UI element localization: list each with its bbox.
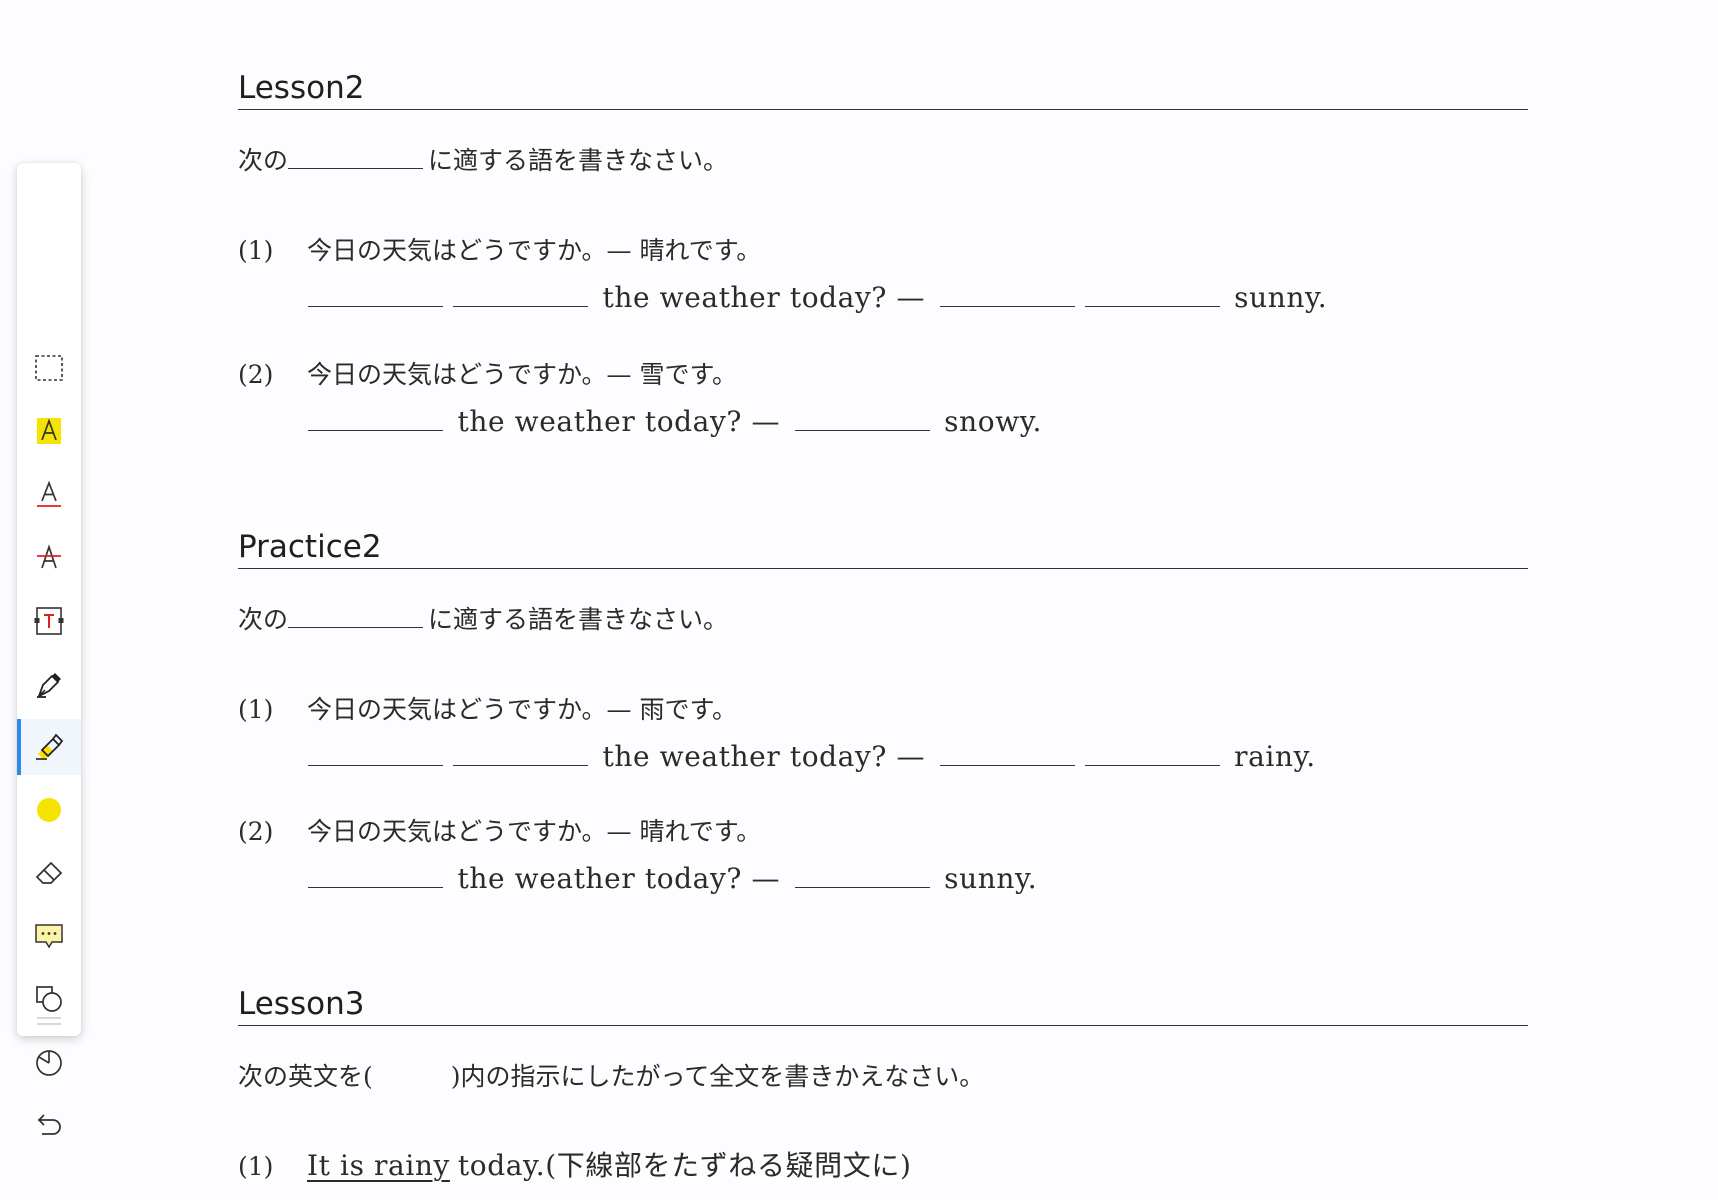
underlined-a-icon <box>37 480 61 507</box>
question-english: the weather today? — snowy. <box>308 405 1042 439</box>
question-english: the weather today? — sunny. <box>308 862 1037 896</box>
highlighted-a-icon <box>37 418 61 444</box>
instruction: 次の に適する語を書きなさい。 <box>238 603 728 637</box>
section-heading: Lesson2 <box>238 68 1528 110</box>
eraser-icon <box>35 861 63 884</box>
color-dot-icon <box>37 798 61 822</box>
question-number: (2) <box>238 360 274 389</box>
undo-icon <box>37 1114 61 1135</box>
comment-icon <box>35 924 63 949</box>
english-text: the weather today? — <box>457 405 781 438</box>
blank-line[interactable] <box>308 305 443 307</box>
color-picker[interactable] <box>17 782 81 838</box>
blank-line[interactable] <box>308 429 443 431</box>
blank-line[interactable] <box>794 886 930 888</box>
question-number: (1) <box>238 1152 274 1181</box>
blank-line <box>288 167 424 169</box>
english-text: sunny. <box>944 862 1038 895</box>
blank-line[interactable] <box>453 764 588 766</box>
instruction-text: に適する語を書きなさい。 <box>428 146 729 175</box>
section-heading: Lesson3 <box>238 984 1528 1026</box>
pen-icon <box>37 673 61 698</box>
english-text: today.(下線部をたずねる疑問文に) <box>457 1149 912 1182</box>
instruction-text: 次の <box>238 146 289 175</box>
question-number: (1) <box>238 236 274 265</box>
text-box-tool[interactable] <box>17 593 81 649</box>
instruction-text: )内の指示にしたがって全文を書きかえなさい。 <box>450 1062 985 1091</box>
question-japanese: 今日の天気はどうですか。— 晴れです。 <box>307 817 762 846</box>
section-heading: Practice2 <box>238 527 1528 569</box>
blank-line[interactable] <box>939 764 1075 766</box>
english-text: the weather today? — <box>602 281 926 314</box>
strikethrough-a-icon <box>37 544 61 569</box>
question-number: (2) <box>238 817 274 846</box>
english-text: snowy. <box>944 405 1042 438</box>
text-strikethrough-tool[interactable] <box>17 529 81 585</box>
pen-tool[interactable] <box>17 656 81 712</box>
text-box-icon <box>34 607 64 635</box>
stamp-tool[interactable] <box>17 1034 81 1090</box>
highlighter-icon <box>36 733 64 760</box>
text-underline-tool[interactable] <box>17 466 81 522</box>
toolbar-drag-handle[interactable] <box>37 1017 61 1025</box>
question-english: the weather today? — sunny. <box>308 281 1327 315</box>
question-japanese: 今日の天気はどうですか。— 雪です。 <box>307 360 737 389</box>
shapes-icon <box>36 986 62 1012</box>
question-japanese: 今日の天気はどうですか。— 雨です。 <box>307 695 737 724</box>
blank-line[interactable] <box>794 429 930 431</box>
blank-line[interactable] <box>1084 764 1220 766</box>
english-text: the weather today? — <box>602 740 926 773</box>
question-english: the weather today? — rainy. <box>308 740 1316 774</box>
instruction-text: に適する語を書きなさい。 <box>428 605 729 634</box>
english-text: the weather today? — <box>457 862 781 895</box>
highlighter-tool[interactable] <box>17 719 81 775</box>
instruction: 次の に適する語を書きなさい。 <box>238 144 728 178</box>
blank-line[interactable] <box>308 886 443 888</box>
underlined-phrase: It is rainy <box>307 1149 450 1182</box>
instruction-text: 次の英文を( <box>238 1062 373 1091</box>
english-text: rainy. <box>1234 740 1316 773</box>
blank-line[interactable] <box>939 305 1075 307</box>
blank-line <box>288 626 424 628</box>
english-text: sunny. <box>1234 281 1328 314</box>
eraser-tool[interactable] <box>17 845 81 901</box>
question-japanese: 今日の天気はどうですか。— 晴れです。 <box>307 236 762 265</box>
question-number: (1) <box>238 695 274 724</box>
blank-line[interactable] <box>1084 305 1220 307</box>
pie-icon <box>36 1050 62 1076</box>
shape-tool[interactable] <box>17 971 81 1027</box>
instruction: 次の英文を( )内の指示にしたがって全文を書きかえなさい。 <box>238 1060 984 1094</box>
text-highlight-tool[interactable] <box>17 403 81 459</box>
comment-tool[interactable] <box>17 908 81 964</box>
instruction-text: 次の <box>238 605 289 634</box>
annotation-toolbar <box>17 163 81 1135</box>
blank-line[interactable] <box>308 764 443 766</box>
blank-line[interactable] <box>453 305 588 307</box>
undo-button[interactable] <box>17 1097 81 1153</box>
dashed-rectangle-icon <box>35 355 63 381</box>
question-english: It is rainy today.(下線部をたずねる疑問文に) <box>307 1149 911 1184</box>
select-tool[interactable] <box>17 340 81 396</box>
